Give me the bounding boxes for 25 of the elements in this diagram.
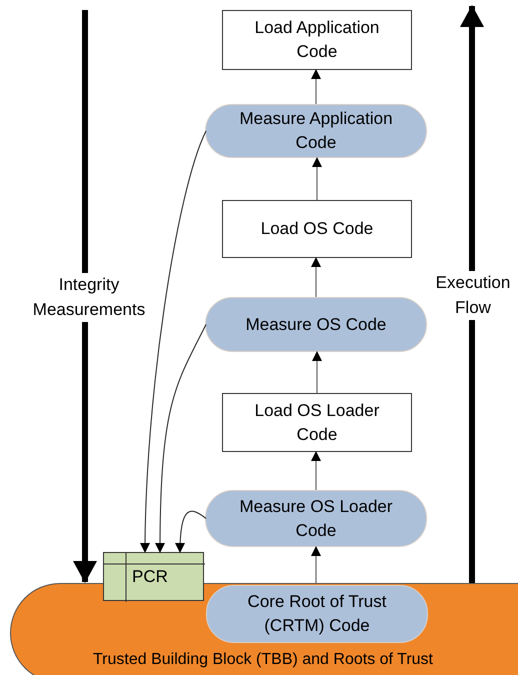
trusted-building-block-band [10,583,518,675]
process-box [222,200,412,258]
arrow [311,546,321,584]
arrow [175,510,206,553]
step-label: Measure Application Code [238,108,394,154]
arrow [311,69,321,104]
process-box [222,10,412,70]
step-label: Core Root of Trust (CRTM) Code [246,591,388,637]
arrow [312,157,322,200]
register-label: PCR [132,567,168,587]
step-label: Load Application Code [254,17,380,63]
register-table [103,552,204,601]
step-label: Load OS Loader Code [254,400,380,446]
step-label: Load OS Code [260,218,374,240]
arrow [140,130,206,553]
arrow [155,324,206,553]
step-label: Measure OS Code [244,314,388,336]
process-pill [205,104,427,158]
band-label: Trusted Building Block (TBB) and Roots of Trust [93,651,433,669]
step-label: Measure OS Loader Code [238,496,394,542]
arrow [311,451,321,490]
arrow [311,257,321,298]
arrow [312,351,322,394]
process-box [222,393,412,452]
process-pill [206,585,428,643]
